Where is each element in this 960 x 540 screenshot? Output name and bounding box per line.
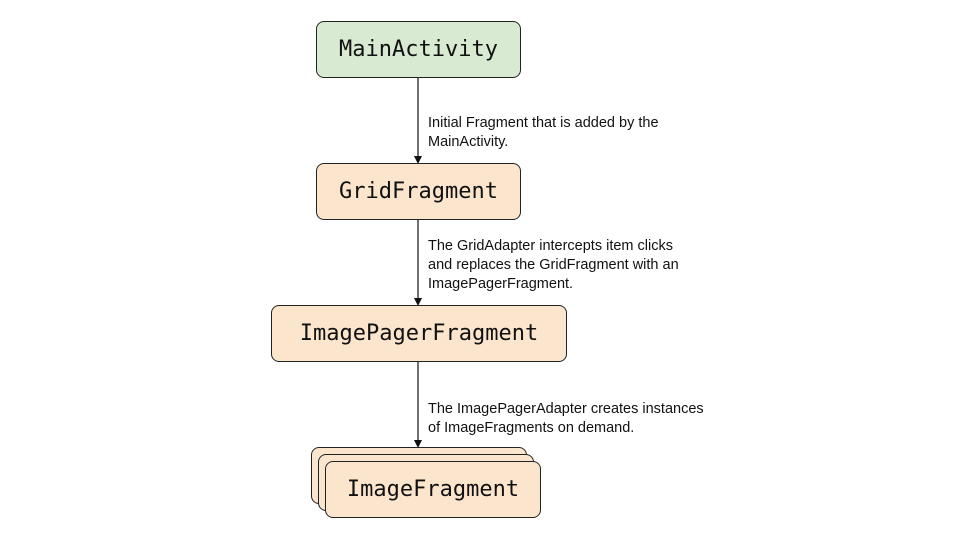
node-grid-fragment: GridFragment xyxy=(316,163,521,220)
node-image-fragment: ImageFragment xyxy=(325,461,541,518)
node-image-fragment-label: ImageFragment xyxy=(346,477,520,502)
note-pager-to-image-line-2: of ImageFragments on demand. xyxy=(428,420,635,436)
node-image-pager-fragment-label: ImagePagerFragment xyxy=(299,321,539,346)
note-grid-to-pager-line-1: The GridAdapter intercepts item clicks xyxy=(428,238,673,254)
note-main-to-grid: Initial Fragment that is added by the Ma… xyxy=(428,114,659,152)
node-image-pager-fragment: ImagePagerFragment xyxy=(271,305,567,362)
note-main-to-grid-line-1: Initial Fragment that is added by the xyxy=(428,115,659,131)
node-main-activity-label: MainActivity xyxy=(339,37,498,62)
node-main-activity: MainActivity xyxy=(316,21,521,78)
note-pager-to-image: The ImagePagerAdapter creates instances … xyxy=(428,400,704,438)
note-main-to-grid-line-2: MainActivity. xyxy=(428,134,509,150)
note-grid-to-pager-line-3: ImagePagerFragment. xyxy=(428,276,574,292)
note-pager-to-image-line-1: The ImagePagerAdapter creates instances xyxy=(428,401,704,417)
note-grid-to-pager: The GridAdapter intercepts item clicks a… xyxy=(428,237,679,294)
node-grid-fragment-label: GridFragment xyxy=(339,179,498,204)
note-grid-to-pager-line-2: and replaces the GridFragment with an xyxy=(428,257,679,273)
